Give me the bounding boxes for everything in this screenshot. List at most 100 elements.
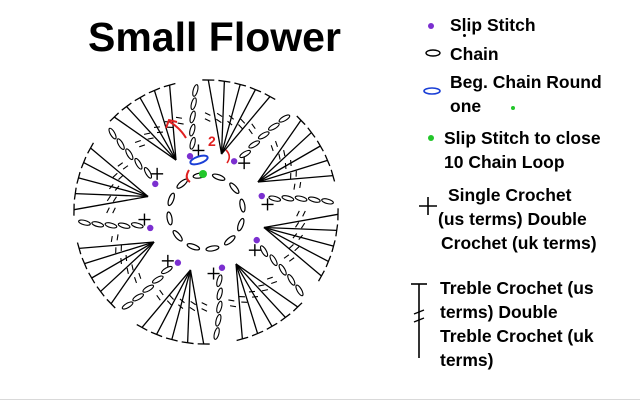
treble-crochet-hatch	[299, 181, 302, 189]
treble-crochet-top	[150, 331, 163, 338]
treble-crochet-top	[236, 336, 249, 342]
legend-tc-line3: Treble Crochet (uk	[440, 326, 594, 346]
treble-crochet-top	[109, 112, 120, 122]
treble-crochet-post	[83, 161, 149, 198]
treble-crochet-post	[79, 241, 155, 250]
treble-crochet-top	[317, 270, 325, 282]
petal	[108, 82, 184, 180]
treble-crochet-hatch	[201, 302, 208, 306]
treble-crochet-hatch	[238, 124, 243, 130]
treble-crochet-post	[220, 81, 226, 155]
treble-crochet-hatch	[116, 234, 119, 241]
chain-stitch	[215, 313, 222, 327]
petal	[76, 234, 174, 310]
treble-crochet-post	[73, 195, 149, 211]
legend-sc-line1: Single Crochet	[448, 185, 572, 205]
treble-crochet-hatch	[122, 165, 129, 170]
petal	[136, 267, 223, 345]
treble-crochet-top	[249, 86, 262, 93]
chain-stitch	[192, 84, 199, 97]
treble-crochet-post	[75, 192, 149, 198]
treble-crochet-hatch	[112, 196, 117, 203]
treble-crochet-hatch	[131, 264, 134, 271]
chain-stitch	[239, 149, 252, 159]
treble-crochet-hatch	[201, 308, 208, 312]
treble-crochet-post	[263, 227, 322, 277]
legend-slip-close-line1: Slip Stitch to close	[444, 128, 601, 148]
closing-slip-legend-icon	[428, 135, 434, 141]
petal	[238, 114, 336, 190]
treble-crochet-hatch	[292, 233, 298, 239]
treble-crochet-hatch	[110, 235, 113, 243]
closing-slip-stitch-dot	[199, 170, 207, 178]
treble-crochet-hatch	[112, 207, 116, 214]
treble-crochet-hatch	[177, 122, 184, 125]
treble-crochet-post	[220, 84, 241, 155]
slip-stitch-dots	[147, 153, 265, 271]
treble-crochet-hatch	[177, 304, 184, 310]
treble-crochet-top	[325, 255, 332, 268]
treble-crochet-hatch	[302, 210, 306, 217]
treble-crochet-hatch	[114, 185, 120, 191]
slip-stitch-dot	[174, 259, 182, 266]
chain-ring	[166, 172, 246, 252]
treble-crochet-post	[257, 159, 328, 183]
treble-crochet-hatch	[298, 234, 304, 241]
treble-crochet-top	[335, 224, 339, 237]
treble-crochet-hatch	[261, 289, 269, 292]
treble-crochet-hatch	[293, 183, 296, 190]
legend-slip-close-line2: 10 Chain Loop	[444, 152, 565, 172]
treble-crochet-post	[235, 263, 244, 339]
chain-stitch	[213, 327, 220, 340]
treble-crochet-post	[110, 241, 155, 305]
ring-chain-stitch	[166, 211, 173, 226]
legend-beg-chain-line1: Beg. Chain Round	[450, 72, 602, 92]
treble-crochet-hatch	[139, 144, 146, 148]
ring-chain-stitch	[237, 217, 245, 232]
petal	[73, 142, 151, 229]
treble-crochet-hatch	[108, 183, 114, 190]
treble-crochet-post	[186, 269, 192, 343]
ring-chain-stitch	[186, 243, 201, 251]
treble-crochet-post	[113, 116, 177, 161]
chain-stitch	[268, 195, 282, 202]
chain-stitch	[142, 284, 155, 293]
treble-crochet-post	[235, 263, 259, 334]
treble-crochet-top	[296, 115, 306, 126]
chain-stitch	[134, 157, 143, 170]
treble-crochet-top	[234, 82, 247, 87]
treble-crochet-top	[134, 94, 146, 102]
chain-stitch	[281, 195, 295, 202]
slip-stitch-legend-icon	[428, 23, 434, 29]
treble-crochet-hatch	[296, 210, 300, 217]
treble-crochet-top	[148, 87, 161, 94]
treble-crochet-top	[181, 341, 194, 345]
legend-tc-line4: terms)	[440, 350, 494, 370]
legend-tc-line1: Treble Crochet (us	[440, 278, 594, 298]
treble-crochet-post	[78, 177, 149, 198]
treble-crochet-post	[257, 145, 321, 183]
treble-crochet-hatch	[266, 276, 273, 280]
ring-chain-stitch	[229, 182, 240, 195]
slip-stitch-dot	[186, 153, 194, 160]
chain-stitch	[125, 148, 134, 161]
chain-stitch	[78, 219, 91, 226]
chain-legend-icon	[425, 49, 441, 57]
chain-stitch	[104, 222, 118, 229]
treble-crochet-top	[292, 302, 303, 312]
single-crochet-legend-icon	[419, 197, 437, 215]
treble-crochet-post	[257, 174, 333, 183]
treble-crochet-post	[189, 269, 205, 345]
treble-crochet-hatch	[112, 172, 118, 178]
slip-stitch-dot	[258, 192, 265, 200]
chain-stitch	[216, 300, 223, 314]
treble-crochet-top	[87, 142, 95, 154]
treble-crochet-post	[171, 269, 192, 340]
treble-crochet-hatch	[189, 306, 196, 312]
treble-crochet-hatch	[251, 296, 259, 298]
treble-crochet-hatch	[271, 280, 278, 284]
treble-crochet-hatch	[290, 159, 292, 167]
treble-crochet-hatch	[274, 140, 278, 147]
treble-crochet-top	[251, 330, 264, 337]
treble-crochet-top	[106, 298, 116, 309]
